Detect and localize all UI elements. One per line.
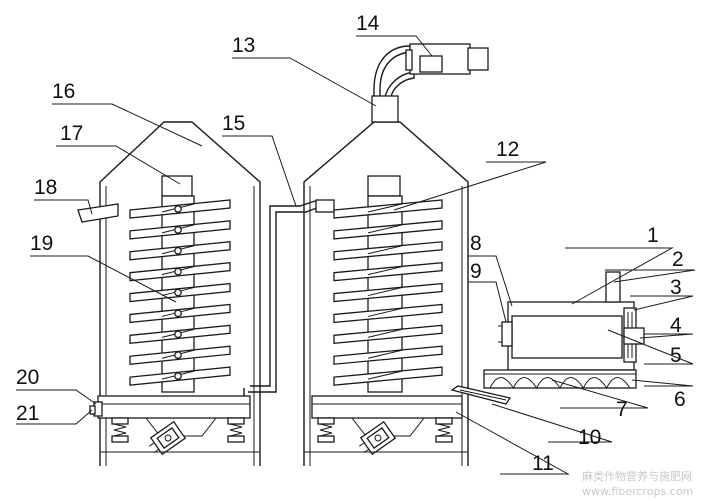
spiral-plate [333, 303, 443, 324]
exhaust-duct-and-fan [371, 43, 489, 123]
spiral-hole [174, 351, 182, 360]
feeder-inlet [605, 271, 621, 303]
screw-flight [489, 377, 631, 389]
left-tower-housing [99, 121, 261, 466]
label-6: 6 [674, 388, 686, 411]
watermark-url: www.fibercrops.com [582, 485, 693, 498]
feeder-drum [511, 315, 623, 359]
leader-lines [16, 35, 696, 475]
left-spiral-conveyor [129, 199, 231, 386]
label-21: 21 [16, 402, 39, 425]
left-vibration-motor [149, 420, 187, 456]
left-discharge-pipe [77, 203, 119, 223]
label-12: 12 [496, 138, 519, 161]
right-top-block [367, 175, 401, 197]
label-8: 8 [470, 232, 482, 255]
spiral-plate [333, 241, 443, 261]
label-1: 1 [647, 224, 659, 247]
label-9: 9 [470, 260, 482, 283]
label-11: 11 [532, 452, 554, 475]
label-2: 2 [672, 248, 684, 271]
label-10: 10 [578, 426, 601, 449]
feeder-shaft [623, 327, 645, 345]
label-19: 19 [30, 232, 53, 255]
label-5: 5 [670, 344, 682, 367]
spiral-hole [174, 226, 182, 234]
spiral-plate [333, 366, 443, 386]
spiral-hole [174, 205, 182, 213]
spiral-plate [333, 199, 443, 219]
watermark: 麻类作物营养与施肥网 www.fibercrops.com [582, 469, 693, 498]
right-base-table [311, 395, 463, 419]
label-13: 13 [232, 34, 255, 57]
spiral-plate [333, 220, 443, 240]
left-base-table [97, 395, 251, 419]
feeder-side-port [501, 321, 513, 347]
spiral-hole [174, 330, 182, 339]
watermark-title: 麻类作物营养与施肥网 [582, 469, 692, 483]
label-3: 3 [670, 276, 682, 299]
spiral-hole [174, 372, 182, 380]
spiral-plate [333, 324, 443, 345]
label-4: 4 [670, 314, 682, 337]
left-side-port [89, 405, 96, 415]
label-15: 15 [222, 112, 245, 135]
transfer-pipe [243, 199, 323, 396]
part-labels: 1 2 3 4 5 6 7 8 9 10 11 12 13 14 15 16 1… [16, 12, 686, 475]
spiral-hole [174, 267, 182, 276]
left-tower [77, 121, 261, 466]
right-spiral-conveyor [333, 199, 443, 386]
spiral-plate [333, 261, 443, 282]
spiral-hole [174, 309, 182, 318]
spiral-plate [333, 282, 443, 303]
spiral-plate [333, 345, 443, 365]
label-20: 20 [16, 366, 39, 389]
left-top-block [161, 175, 193, 197]
spiral-hole [174, 288, 182, 297]
spiral-hole [174, 246, 182, 255]
feeder-unit [450, 271, 645, 405]
right-tower [303, 121, 469, 466]
right-vibration-motor [359, 420, 397, 456]
label-7: 7 [616, 398, 628, 421]
label-16: 16 [52, 80, 75, 103]
label-14: 14 [356, 12, 380, 35]
label-17: 17 [60, 122, 83, 145]
label-18: 18 [34, 176, 57, 199]
